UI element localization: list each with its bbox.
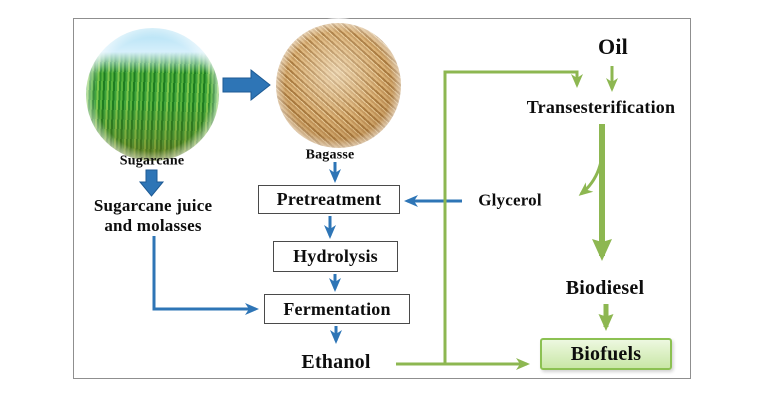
blue-block-arrows (138, 68, 271, 197)
biofuels-box: Biofuels (540, 338, 672, 370)
hydrolysis-box: Hydrolysis (273, 241, 398, 272)
pretreatment-box: Pretreatment (258, 185, 400, 214)
block-arrow-sugarcane-to-juice (138, 169, 165, 197)
block-arrow-sugarcane-to-bagasse (222, 68, 271, 102)
biodiesel-label: Biodiesel (565, 277, 645, 299)
arrow-ethanol-to-transesterification (443, 70, 583, 364)
bagasse-label: Bagasse (305, 147, 355, 163)
sugarcane-label: Sugarcane (119, 153, 185, 169)
transesterification-label: Transesterification (526, 97, 676, 118)
blue-flow-group (152, 162, 462, 344)
juice-line1: Sugarcane juice (93, 196, 213, 215)
ethanol-label: Ethanol (301, 351, 371, 373)
juice-molasses-label: Sugarcane juice and molasses (94, 196, 212, 236)
green-flow-group (396, 66, 618, 370)
glycerol-label: Glycerol (478, 190, 542, 210)
bagasse-photo (271, 18, 406, 153)
oil-label: Oil (598, 33, 628, 59)
arrow-juice-to-fermentation (152, 236, 259, 315)
juice-line2: and molasses (104, 216, 202, 235)
sugarcane-photo (81, 23, 224, 166)
fermentation-box: Fermentation (264, 294, 410, 324)
